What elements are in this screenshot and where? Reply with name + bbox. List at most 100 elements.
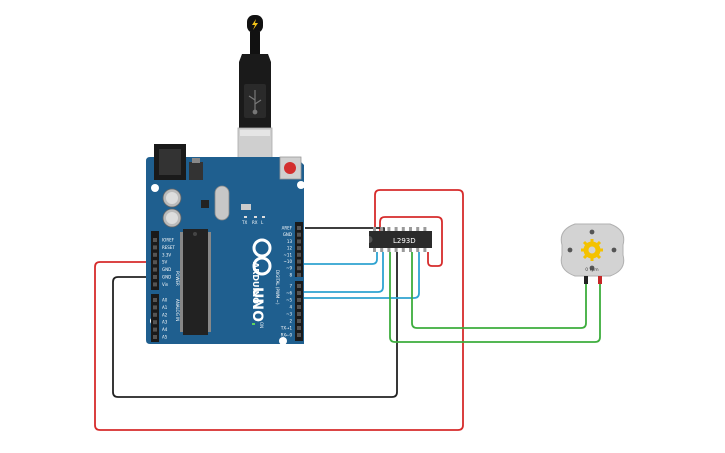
driver-pin[interactable] [409, 248, 412, 252]
arduino-board[interactable]: TX RX L ARDUINO UNO ON DIGITAL (PWM ~) P… [146, 144, 305, 345]
arduino-logo [252, 238, 272, 276]
header-pin[interactable] [297, 284, 301, 288]
pin-label: GND [283, 232, 292, 237]
header-pin[interactable] [297, 312, 301, 316]
power-header-label: POWER [175, 271, 180, 286]
pin-label: 4 [289, 305, 292, 310]
driver-pin[interactable] [416, 248, 420, 252]
driver-pin[interactable] [409, 227, 412, 231]
pin-label: A2 [162, 312, 168, 317]
driver-pin[interactable] [373, 248, 376, 252]
l293d-driver[interactable]: L293D [369, 227, 432, 252]
driver-pin[interactable] [380, 248, 384, 252]
model-label: UNO [249, 287, 265, 322]
wire-red-chip-top[interactable] [379, 216, 443, 267]
pin-label: 2 [289, 319, 292, 324]
pin-label: ~11 [284, 252, 293, 257]
wire-red-5v[interactable] [94, 189, 464, 431]
driver-pin[interactable] [373, 227, 376, 231]
wire-black-gnd[interactable] [112, 252, 398, 398]
header-pin[interactable] [297, 259, 301, 264]
driver-pin[interactable] [394, 248, 398, 252]
pin-label: A4 [162, 327, 168, 332]
motor-terminal-red[interactable] [598, 276, 602, 284]
pin-label: ~10 [284, 259, 293, 264]
driver-pin[interactable] [423, 248, 427, 252]
header-pin[interactable] [297, 272, 301, 277]
header-pin[interactable] [297, 239, 301, 244]
pin-label: A3 [162, 320, 168, 325]
header-pin[interactable] [153, 282, 157, 287]
header-pin[interactable] [153, 267, 157, 272]
header-pin[interactable] [297, 305, 301, 309]
pin-label: Vin [162, 282, 169, 287]
on-label: ON [259, 322, 264, 328]
header-pin[interactable] [297, 333, 301, 337]
dc-motor[interactable]: 0 rpm [560, 223, 625, 284]
header-pin[interactable] [297, 326, 301, 330]
driver-pin[interactable] [401, 227, 405, 231]
header-pin[interactable] [153, 305, 157, 310]
pin-label: GND [162, 267, 171, 272]
header-pin[interactable] [297, 319, 301, 323]
usb-plug-icon [248, 90, 262, 115]
header-pin[interactable] [297, 291, 301, 295]
driver-pin[interactable] [416, 227, 420, 231]
header-pin[interactable] [153, 260, 157, 265]
driver-pin[interactable] [380, 227, 384, 231]
wire-blue-pin5[interactable] [303, 252, 420, 299]
rx-label: RX [252, 220, 258, 225]
pin-label: 7 [289, 284, 292, 289]
pin-label: A5 [162, 335, 168, 340]
header-pin[interactable] [153, 327, 157, 332]
driver-pin[interactable] [387, 227, 391, 231]
digital-header-label: DIGITAL (PWM ~) [275, 270, 280, 305]
header-pin[interactable] [153, 245, 157, 250]
wire-green-out2[interactable] [411, 252, 587, 329]
header-pin[interactable] [153, 320, 157, 325]
wire-blue-pin9[interactable] [303, 252, 378, 265]
pin-label: 13 [287, 239, 293, 244]
reset-button[interactable] [279, 156, 302, 180]
tx-label: TX [241, 220, 247, 225]
header-pin[interactable] [297, 232, 301, 237]
motor-terminal-black[interactable] [584, 276, 588, 284]
pin-label: 5V [162, 260, 168, 265]
pin-label: 8 [289, 272, 292, 277]
pin-label: AREF [282, 226, 293, 231]
l-label: L [261, 220, 264, 225]
atmega-chip [180, 229, 211, 335]
header-pin[interactable] [297, 298, 301, 302]
header-pin[interactable] [297, 252, 301, 257]
wire-blue-pin6[interactable] [303, 252, 384, 293]
header-pin[interactable] [153, 298, 157, 302]
header-pin[interactable] [153, 335, 157, 339]
header-pin[interactable] [153, 252, 157, 257]
pin-label: ~6 [286, 291, 292, 296]
driver-pin[interactable] [401, 248, 405, 252]
usb-cable[interactable] [237, 15, 273, 175]
header-pin[interactable] [153, 275, 157, 279]
pin-label: A0 [162, 298, 168, 303]
gear-icon [581, 239, 603, 261]
pin-label: TX→1 [280, 326, 293, 331]
header-pin[interactable] [297, 226, 301, 230]
driver-pin[interactable] [387, 248, 391, 252]
header-pin[interactable] [153, 238, 157, 242]
driver-label: L293D [393, 237, 416, 245]
header-pin[interactable] [297, 266, 301, 271]
pin-label: A1 [162, 305, 168, 310]
driver-pin[interactable] [394, 227, 398, 231]
driver-pin[interactable] [423, 227, 427, 231]
motor-rpm-label: 0 rpm [585, 267, 598, 273]
wire-green-out1[interactable] [389, 252, 601, 343]
dc-jack-icon [154, 144, 186, 180]
pin-label: RESET [162, 245, 175, 250]
header-pin[interactable] [297, 246, 301, 251]
header-pin[interactable] [153, 312, 157, 317]
